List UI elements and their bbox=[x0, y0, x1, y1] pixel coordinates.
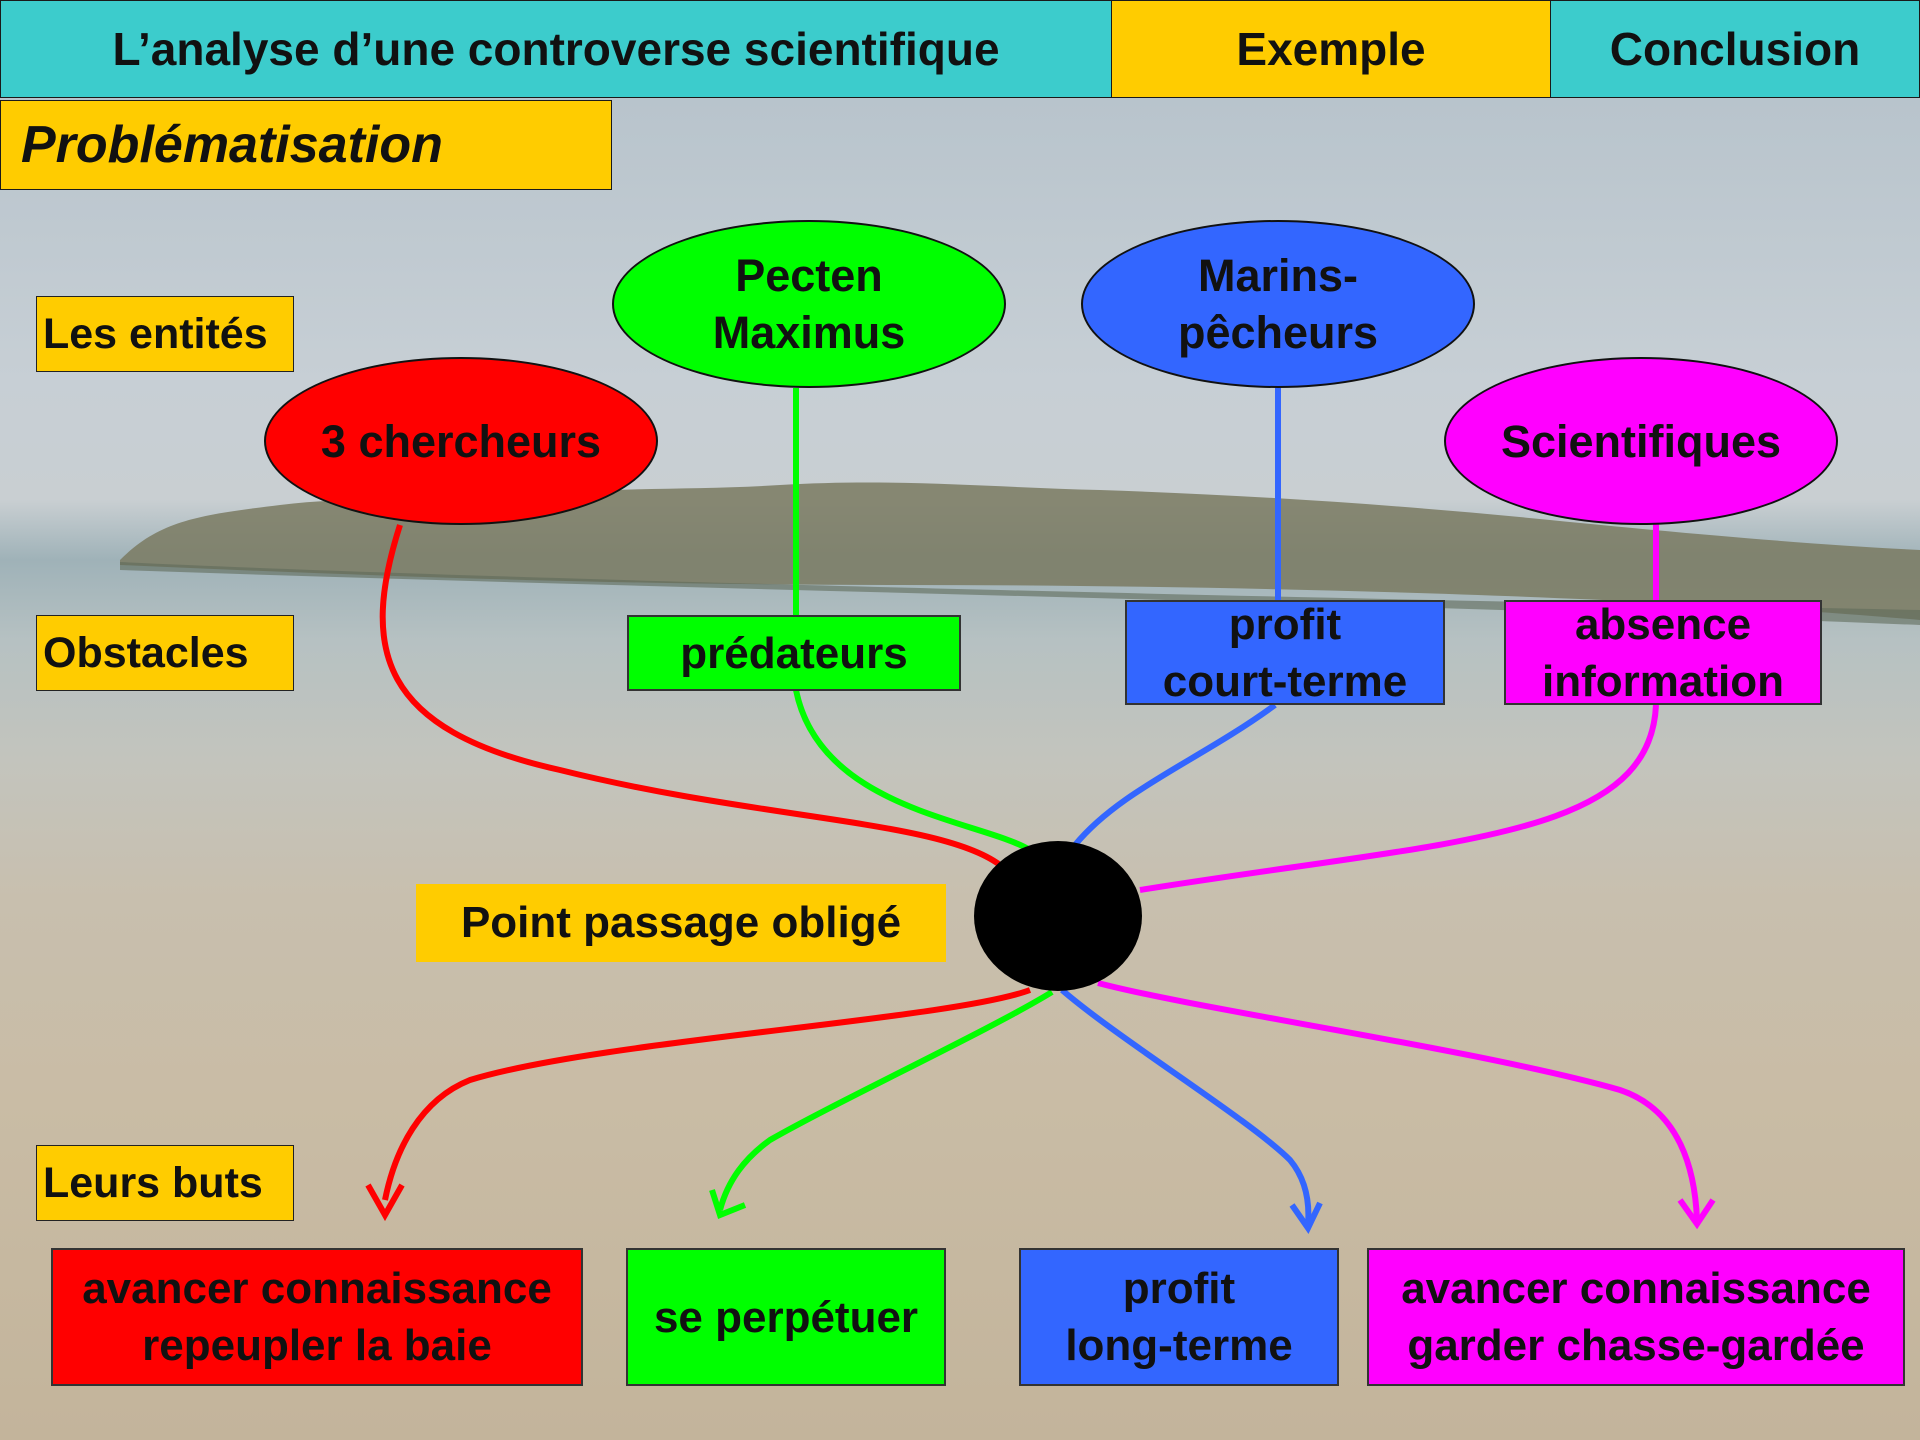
obligatory-passage-point bbox=[974, 841, 1142, 991]
header-title[interactable]: L’analyse d’une controverse scientifique bbox=[0, 0, 1112, 98]
goal-scientifiques: avancer connaissance garder chasse-gardé… bbox=[1367, 1248, 1905, 1386]
arrowhead-blue bbox=[1289, 1201, 1323, 1234]
arrowhead-green bbox=[709, 1189, 747, 1219]
obstacle-profit-court-terme: profit court-terme bbox=[1125, 600, 1445, 706]
goal-chercheurs: avancer connaissance repeupler la baie bbox=[51, 1248, 583, 1386]
label-goals: Leurs buts bbox=[36, 1145, 294, 1221]
tab-conclusion[interactable]: Conclusion bbox=[1550, 0, 1920, 98]
header-bar: L’analyse d’une controverse scientifique… bbox=[0, 0, 1920, 100]
obstacle-absence-information: absence information bbox=[1504, 600, 1822, 706]
arrowhead-magenta bbox=[1677, 1198, 1716, 1230]
connector-green-upper-2 bbox=[793, 689, 1032, 853]
goal-pecten: se perpétuer bbox=[626, 1248, 946, 1386]
arrowhead-red bbox=[365, 1183, 405, 1222]
entity-chercheurs: 3 chercheurs bbox=[264, 357, 658, 525]
obstacle-predateurs: prédateurs bbox=[627, 615, 961, 691]
connector-red-lower bbox=[382, 987, 1032, 1201]
entity-marins-label: Marins- pêcheurs bbox=[1177, 250, 1379, 358]
entity-marins-pecheurs: Marins- pêcheurs bbox=[1081, 220, 1475, 388]
label-entities: Les entités bbox=[36, 296, 294, 372]
connector-blue-upper-2 bbox=[1072, 702, 1277, 847]
connector-magenta-upper-2 bbox=[1139, 704, 1659, 893]
entity-pecten: Pecten Maximus bbox=[612, 220, 1006, 388]
entity-pecten-label: Pecten Maximus bbox=[712, 250, 906, 358]
connector-green-lower bbox=[717, 989, 1054, 1211]
entity-chercheurs-label: 3 chercheurs bbox=[320, 415, 602, 467]
connector-magenta-lower bbox=[1097, 980, 1700, 1221]
connector-blue-lower bbox=[1060, 987, 1312, 1226]
entity-scientifiques-label: Scientifiques bbox=[1500, 415, 1782, 467]
entity-scientifiques: Scientifiques bbox=[1444, 357, 1838, 525]
label-obstacles: Obstacles bbox=[36, 615, 294, 691]
connector-red-upper bbox=[379, 524, 1002, 868]
label-point-passage: Point passage obligé bbox=[416, 884, 946, 962]
section-title: Problématisation bbox=[0, 100, 612, 190]
goal-marins-pecheurs: profit long-terme bbox=[1019, 1248, 1339, 1386]
tab-example[interactable]: Exemple bbox=[1111, 0, 1551, 98]
